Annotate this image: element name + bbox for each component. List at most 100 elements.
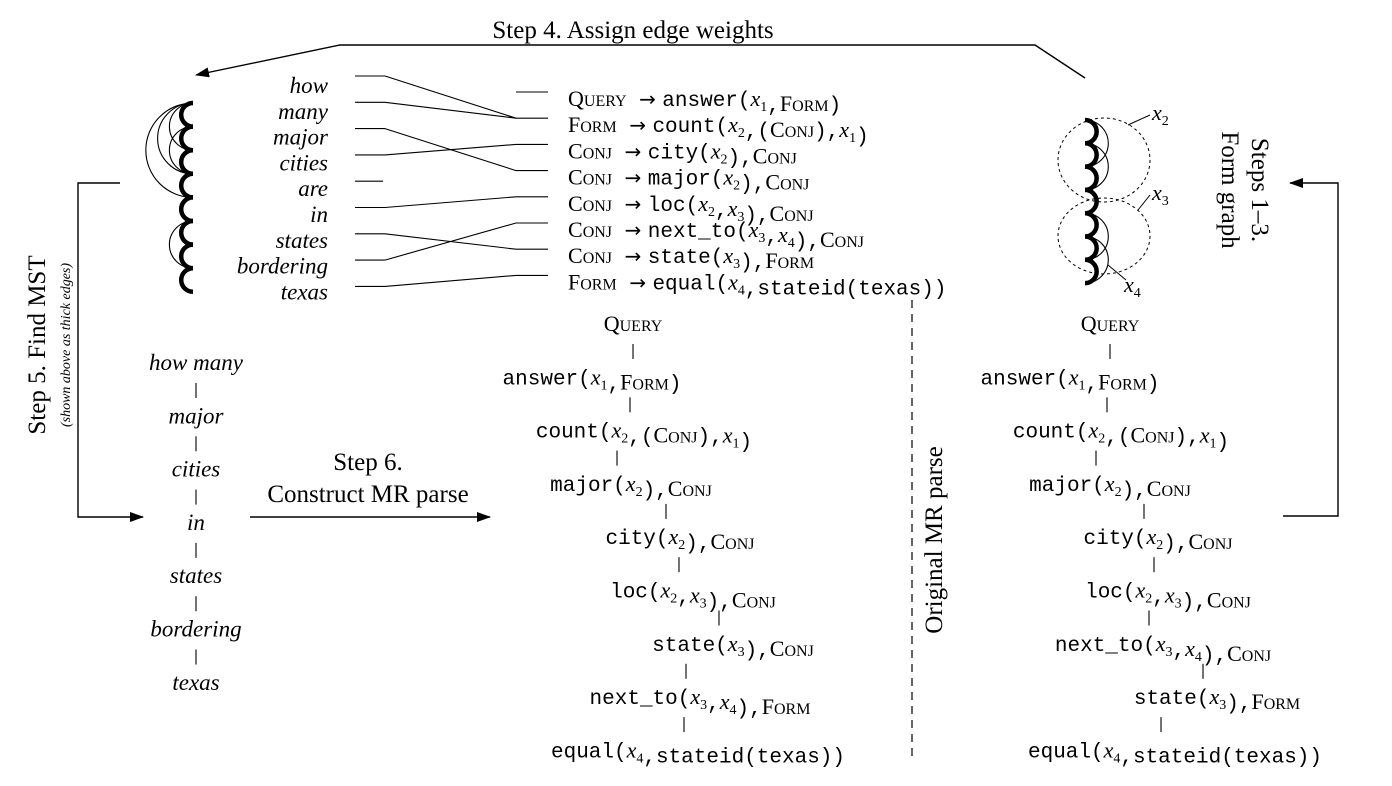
word-major: major [273, 125, 329, 150]
steps13-label-line2: Form graph [1216, 131, 1243, 249]
graph-edge [168, 220, 194, 269]
alignment-line [384, 143, 517, 156]
tree-node: state(x3),FORM [1134, 684, 1300, 716]
mst-edge [1084, 164, 1099, 193]
mst-node: states [170, 563, 222, 588]
var-x4: x4 [1123, 272, 1141, 301]
tree-node: city(x2),CONJ [1083, 524, 1232, 556]
tree-node: loc(x2,x3),CONJ [1085, 578, 1251, 615]
mst-edge [179, 265, 194, 295]
tree-node: QUERY [604, 311, 663, 336]
mst-edge [179, 147, 194, 177]
alignment-line [384, 196, 517, 209]
constructed-parse-tree: QUERY answer(x1,FORM) count(x2,(CONJ),x1) m… [503, 311, 845, 769]
mst-node: texas [172, 670, 219, 695]
tree-node: count(x2,(CONJ),x1) [1013, 418, 1229, 455]
word-list: howmanymajorcitiesareinstatesborderingte… [237, 73, 329, 304]
x3-leader [1137, 194, 1151, 211]
tree-node: count(x2,(CONJ),x1) [536, 418, 752, 455]
alignment-lines [355, 75, 548, 287]
rule-list: QUERY → answer(x1,FORM)FORM → count(x2,(… [568, 86, 946, 301]
step6-label-line1: Step 6. [333, 449, 402, 476]
graph-edge [168, 102, 194, 151]
tree-node: next_to(x3,x4),CONJ [1055, 631, 1271, 668]
step4-arrow [195, 44, 1086, 79]
x2-leader [1127, 114, 1151, 126]
rule-0: QUERY → answer(x1,FORM) [568, 86, 841, 118]
rule-6: CONJ → state(x3),FORM [568, 243, 814, 275]
mst-edge [179, 171, 194, 200]
tree-node: answer(x1,FORM) [503, 364, 682, 396]
tree-node: state(x3),CONJ [652, 631, 814, 663]
tree-node: equal(x4,stateid(texas)) [1028, 737, 1322, 769]
graph-edge [1084, 212, 1109, 261]
tree-node: loc(x2,x3),CONJ [610, 578, 776, 615]
graph-edge [145, 102, 194, 198]
mst-edge [179, 242, 194, 271]
mst-edge [1084, 257, 1099, 286]
original-parse-label: Original MR parse [921, 446, 948, 633]
tree-node: next_to(x3,x4),FORM [590, 684, 811, 721]
tree-node: equal(x4,stateid(texas)) [551, 737, 845, 769]
tree-node: city(x2),CONJ [605, 524, 754, 556]
mst-edge [179, 100, 194, 129]
word-graph [145, 100, 194, 295]
word-cities: cities [279, 150, 328, 175]
mst-edge [1084, 141, 1099, 169]
word-many: many [278, 99, 329, 124]
mst-edge [1084, 234, 1099, 263]
alignment-line [384, 222, 517, 261]
mst-node: major [169, 403, 225, 428]
tree-node: QUERY [1081, 311, 1140, 336]
rule-2: CONJ → city(x2),CONJ [568, 138, 797, 170]
graph-edge [157, 102, 194, 175]
step5-label: Step 5. Find MST [24, 255, 51, 434]
alignment-line [384, 274, 517, 287]
word-in: in [310, 202, 328, 227]
rule-7: FORM → equal(x4,stateid(texas)) [568, 269, 946, 301]
mst-edge [179, 218, 194, 247]
tree-node: major(x2),CONJ [1029, 471, 1191, 503]
rule-5: CONJ → next_to(x3,x4),CONJ [568, 217, 864, 254]
alignment-line [384, 75, 517, 119]
mst-edge [179, 195, 194, 224]
graph-edge [168, 126, 194, 175]
mst-node: how many [149, 350, 244, 375]
mst-chain: how many major cities in states bordering texa… [149, 350, 244, 695]
word-states: states [276, 228, 328, 253]
step4-label: Step 4. Assign edge weights [492, 17, 773, 44]
steps13-arrow [1283, 178, 1339, 517]
mst-edge [179, 124, 194, 153]
cluster-x3 [1057, 197, 1151, 275]
word-bordering: bordering [237, 254, 328, 279]
word-texas: texas [281, 279, 328, 304]
rule-1: FORM → count(x2,(CONJ),x1) [568, 112, 869, 149]
x4-leader [1107, 264, 1127, 281]
step5-arrow [77, 182, 144, 522]
tree-node: major(x2),CONJ [550, 471, 712, 503]
alignment-line [384, 101, 517, 119]
cluster-x2 [1057, 117, 1151, 203]
mst-node: bordering [150, 617, 241, 642]
step6-label-line2: Construct MR parse [267, 481, 468, 508]
graph-edge [1084, 119, 1109, 168]
steps13-label-line1: Steps 1–3. [1246, 138, 1273, 242]
rule-3: CONJ → major(x2),CONJ [568, 165, 809, 197]
rule-4: CONJ → loc(x2,x3),CONJ [568, 191, 814, 228]
rule-graph: x2 x3 x4 [1057, 100, 1169, 301]
graph-edge [180, 220, 194, 246]
mst-node: in [187, 510, 205, 535]
word-how: how [290, 73, 329, 98]
var-x2: x2 [1151, 100, 1169, 129]
mst-node: cities [172, 457, 221, 482]
var-x3: x3 [1151, 180, 1169, 209]
graph-edge [1084, 142, 1109, 191]
graph-edge [1084, 235, 1109, 284]
original-parse-tree: QUERY answer(x1,FORM) count(x2,(CONJ),x1) m… [981, 311, 1322, 769]
tree-node: answer(x1,FORM) [981, 364, 1160, 396]
mst-edge [1084, 117, 1099, 146]
mst-edge [1084, 210, 1099, 239]
step5-note: (shown above as thick edges) [59, 263, 74, 427]
